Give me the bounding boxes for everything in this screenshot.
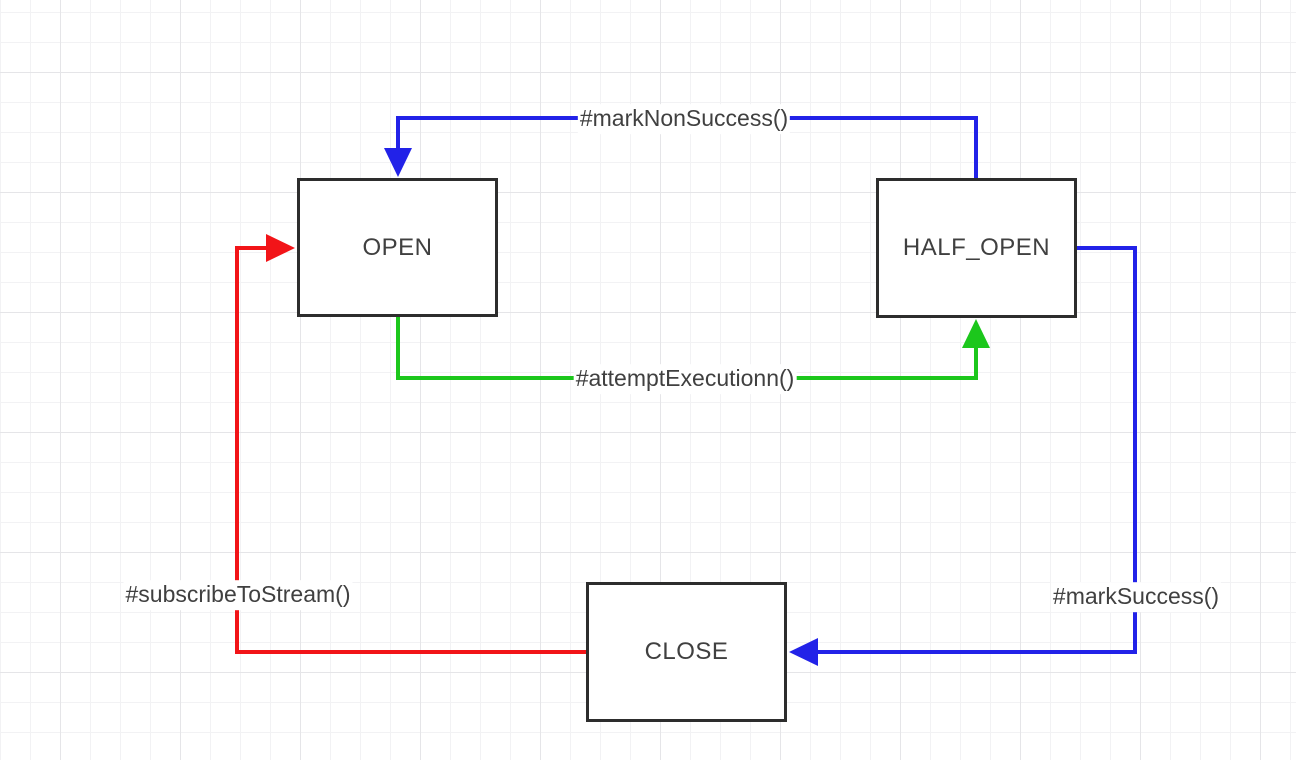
state-open-label: OPEN — [362, 233, 433, 261]
arrowhead-left-icon — [789, 638, 818, 666]
edge-label-subscribe-to-stream[interactable]: #subscribeToStream() — [123, 580, 353, 610]
arrowhead-down-icon — [384, 148, 412, 177]
state-half-open[interactable]: HALF_OPEN — [876, 178, 1077, 318]
state-close-label: CLOSE — [644, 638, 729, 665]
arrowhead-up-icon — [962, 319, 990, 348]
arrowhead-right-icon — [266, 234, 295, 262]
edge-label-attempt-execution[interactable]: #attemptExecutionn() — [573, 364, 797, 394]
edge-label-mark-non-success[interactable]: #markNonSuccess() — [577, 104, 791, 134]
state-open[interactable]: OPEN — [297, 178, 498, 317]
edge-label-mark-success[interactable]: #markSuccess() — [1050, 582, 1222, 612]
state-half-open-label: HALF_OPEN — [902, 234, 1051, 261]
state-close[interactable]: CLOSE — [586, 582, 787, 722]
